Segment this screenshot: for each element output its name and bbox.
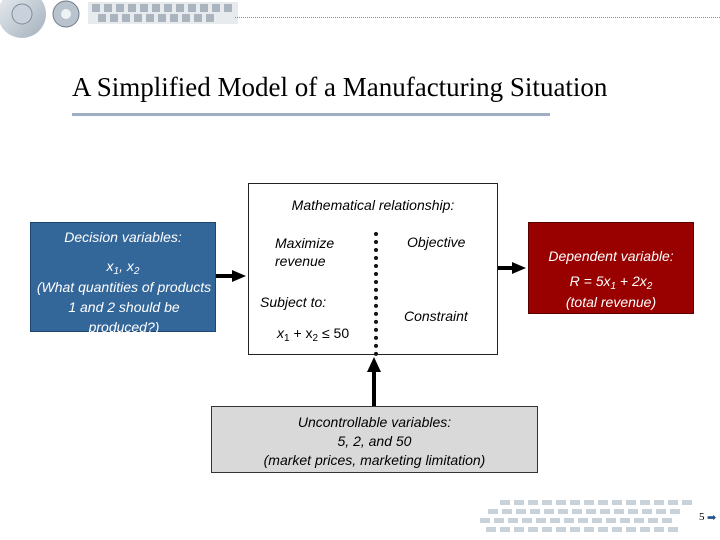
page-number: 5 bbox=[699, 511, 705, 523]
dependent-variable-box: Dependent variable: R = 5x1 + 2x2 (total… bbox=[528, 222, 694, 314]
mathematical-relationship-box: Mathematical relationship: Maximize reve… bbox=[248, 183, 498, 356]
dependent-variable-heading: Dependent variable: bbox=[548, 248, 674, 264]
decision-variables-heading: Decision variables: bbox=[64, 229, 182, 245]
title-underline bbox=[72, 113, 550, 116]
globe-gear-decoration-icon bbox=[0, 0, 240, 40]
revenue-formula: R = 5x1 + 2x2 bbox=[569, 273, 653, 292]
objective-label: Objective bbox=[407, 234, 466, 250]
uncontrollable-variables-description: (market prices, marketing limitation) bbox=[263, 452, 486, 468]
top-dotted-rule bbox=[235, 17, 720, 18]
dependent-variable-description: (total revenue) bbox=[565, 294, 657, 310]
uncontrollable-variables-values: 5, 2, and 50 bbox=[337, 433, 412, 449]
decision-variables-description: (What quantities of products 1 and 2 sho… bbox=[36, 279, 212, 335]
next-slide-arrow-icon[interactable]: ➡ bbox=[707, 512, 717, 524]
maximize-revenue-text: Maximize revenue bbox=[275, 235, 335, 269]
arrow-decision-to-math bbox=[216, 270, 246, 282]
mathematical-relationship-heading: Mathematical relationship: bbox=[291, 197, 455, 213]
dotted-divider bbox=[374, 232, 378, 356]
subject-to-text: Subject to: bbox=[260, 294, 327, 310]
uncontrollable-variables-heading: Uncontrollable variables: bbox=[297, 414, 452, 430]
constraint-expression: x1 + x2 ≤ 50 bbox=[277, 325, 350, 344]
decision-variables-list: x1, x2 bbox=[106, 258, 140, 277]
uncontrollable-variables-box: Uncontrollable variables: 5, 2, and 50 (… bbox=[211, 406, 538, 473]
arrow-math-to-dependent bbox=[498, 262, 526, 274]
decision-variables-box: Decision variables: x1, x2 (What quantit… bbox=[30, 222, 216, 335]
bottom-right-decoration-icon bbox=[480, 500, 692, 532]
constraint-label: Constraint bbox=[404, 308, 468, 324]
slide-title: A Simplified Model of a Manufacturing Si… bbox=[72, 72, 608, 102]
arrow-uncontrollable-to-math bbox=[367, 357, 381, 406]
